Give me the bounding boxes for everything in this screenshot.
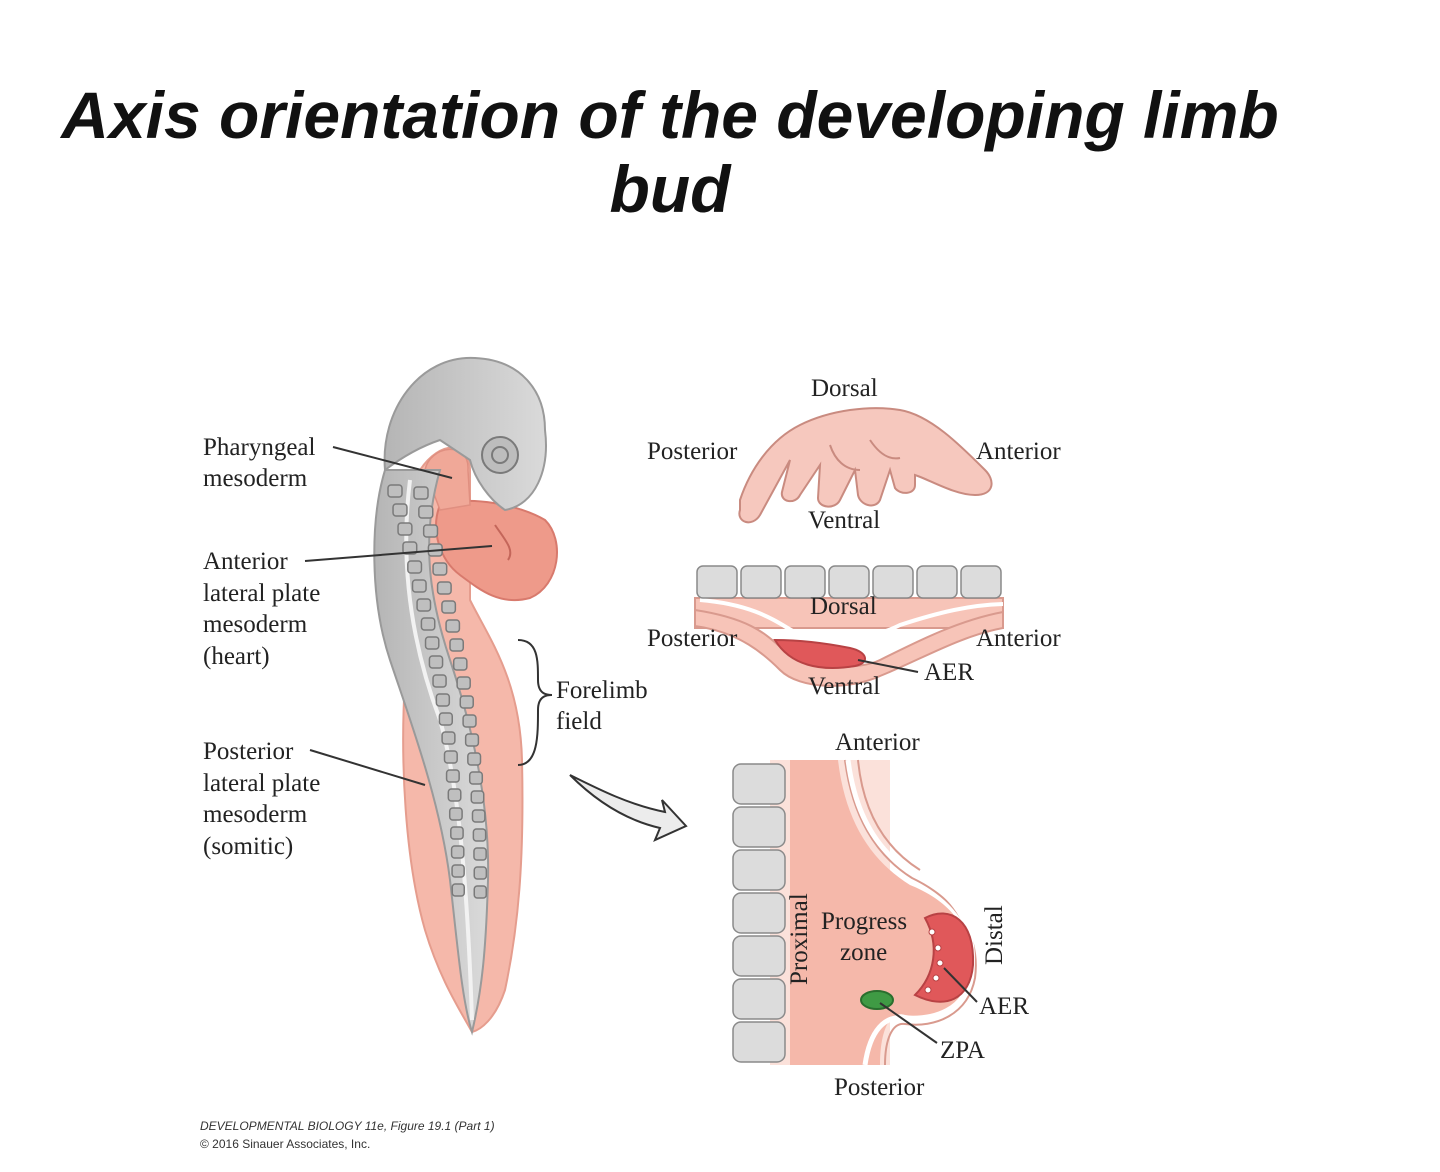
somite	[424, 636, 440, 650]
limb-bud-aer	[913, 912, 975, 1003]
somite	[450, 826, 464, 840]
slide-title-line-2: bud	[609, 152, 731, 226]
somite	[464, 733, 480, 747]
somite	[411, 579, 427, 593]
label-forelimb-field: Forelimb field	[556, 677, 654, 735]
somite	[420, 617, 436, 631]
somite-block	[916, 565, 958, 599]
somite-block	[732, 978, 786, 1020]
somite	[413, 486, 429, 500]
label-anterior-lateral-plate-mesoderm: Anterior lateral plate mesoderm (heart)	[203, 548, 327, 670]
somite	[441, 731, 456, 745]
cross-section-label-ventral: Ventral	[808, 673, 880, 700]
somite	[436, 581, 452, 595]
figure-credit-line-2: © 2016 Sinauer Associates, Inc.	[200, 1137, 370, 1151]
somite	[445, 769, 460, 783]
cross-section-illustration	[694, 565, 1004, 687]
somite	[473, 866, 488, 880]
somite	[449, 638, 465, 652]
somite	[459, 695, 474, 709]
somite-block	[732, 1021, 786, 1063]
somite-block	[732, 849, 786, 891]
somite-block	[960, 565, 1002, 599]
somite-block	[732, 892, 786, 934]
limb-bud-label-proximal: Proximal	[786, 893, 813, 985]
somite	[428, 655, 444, 669]
hand-label-posterior: Posterior	[647, 438, 738, 465]
embryo-illustration	[373, 356, 558, 1036]
somite	[473, 885, 488, 899]
somite-block	[732, 763, 786, 805]
somite	[452, 657, 468, 671]
somite	[447, 788, 462, 802]
enlarge-arrow-icon	[569, 774, 688, 842]
somite	[456, 676, 471, 690]
somite	[448, 807, 463, 821]
cross-section-label-anterior: Anterior	[976, 625, 1061, 652]
somite	[451, 864, 465, 878]
somite-block	[740, 565, 782, 599]
somite	[397, 522, 413, 536]
somite-block	[732, 806, 786, 848]
somite	[387, 484, 403, 498]
limb-bud-label-anterior: Anterior	[835, 729, 920, 756]
somite	[435, 693, 451, 707]
somite	[468, 771, 484, 785]
somite	[441, 600, 457, 614]
label-posterior-lateral-plate-mesoderm: Posterior lateral plate mesoderm (somiti…	[203, 738, 327, 860]
limb-bud-label-progress-zone: Progress zone	[821, 908, 913, 966]
somite	[402, 541, 418, 555]
figure-credit-line-1: DEVELOPMENTAL BIOLOGY 11e, Figure 19.1 (…	[200, 1119, 495, 1133]
cross-section-label-aer: AER	[924, 659, 974, 686]
somite	[462, 714, 477, 728]
somite	[392, 503, 408, 517]
cross-section-label-posterior: Posterior	[647, 625, 738, 652]
limb-bud-label-posterior: Posterior	[834, 1074, 925, 1101]
cross-section-somites	[696, 565, 1002, 599]
cross-section-label-dorsal: Dorsal	[810, 593, 877, 620]
somite	[418, 505, 434, 519]
somite	[472, 828, 487, 842]
somite-block	[696, 565, 738, 599]
limb-bud-illustration	[732, 759, 978, 1066]
somite	[473, 847, 487, 861]
somite	[467, 752, 482, 766]
somite	[432, 562, 448, 576]
somites	[387, 484, 488, 899]
limb-bud-zpa	[860, 990, 894, 1010]
hand-label-ventral: Ventral	[808, 507, 880, 534]
hand-label-dorsal: Dorsal	[811, 375, 878, 402]
slide-title-line-1: Axis orientation of the developing limb	[61, 78, 1279, 152]
limb-bud-label-zpa: ZPA	[940, 1037, 985, 1064]
hand-illustration	[738, 407, 993, 524]
limb-bud-label-distal: Distal	[981, 905, 1008, 965]
somite	[422, 524, 439, 538]
somite-block	[872, 565, 914, 599]
somite-block	[732, 935, 786, 977]
somite	[471, 809, 486, 823]
cross-section-aer	[773, 638, 866, 669]
somite	[451, 883, 466, 897]
somite	[438, 712, 454, 726]
eye-icon	[481, 436, 519, 474]
somite	[416, 598, 432, 612]
somite	[470, 790, 485, 804]
somite	[407, 560, 423, 574]
limb-bud-label-aer: AER	[979, 993, 1029, 1020]
hand-label-anterior: Anterior	[976, 438, 1061, 465]
somite	[450, 845, 465, 859]
somite-block	[828, 565, 870, 599]
limb-bud-somites	[732, 763, 786, 1063]
somite-block	[784, 565, 826, 599]
embryo-leader-lines	[304, 446, 553, 786]
somite	[432, 674, 447, 688]
somite	[445, 619, 461, 633]
somite	[443, 750, 458, 764]
label-pharyngeal-mesoderm: Pharyngeal mesoderm	[203, 434, 322, 492]
